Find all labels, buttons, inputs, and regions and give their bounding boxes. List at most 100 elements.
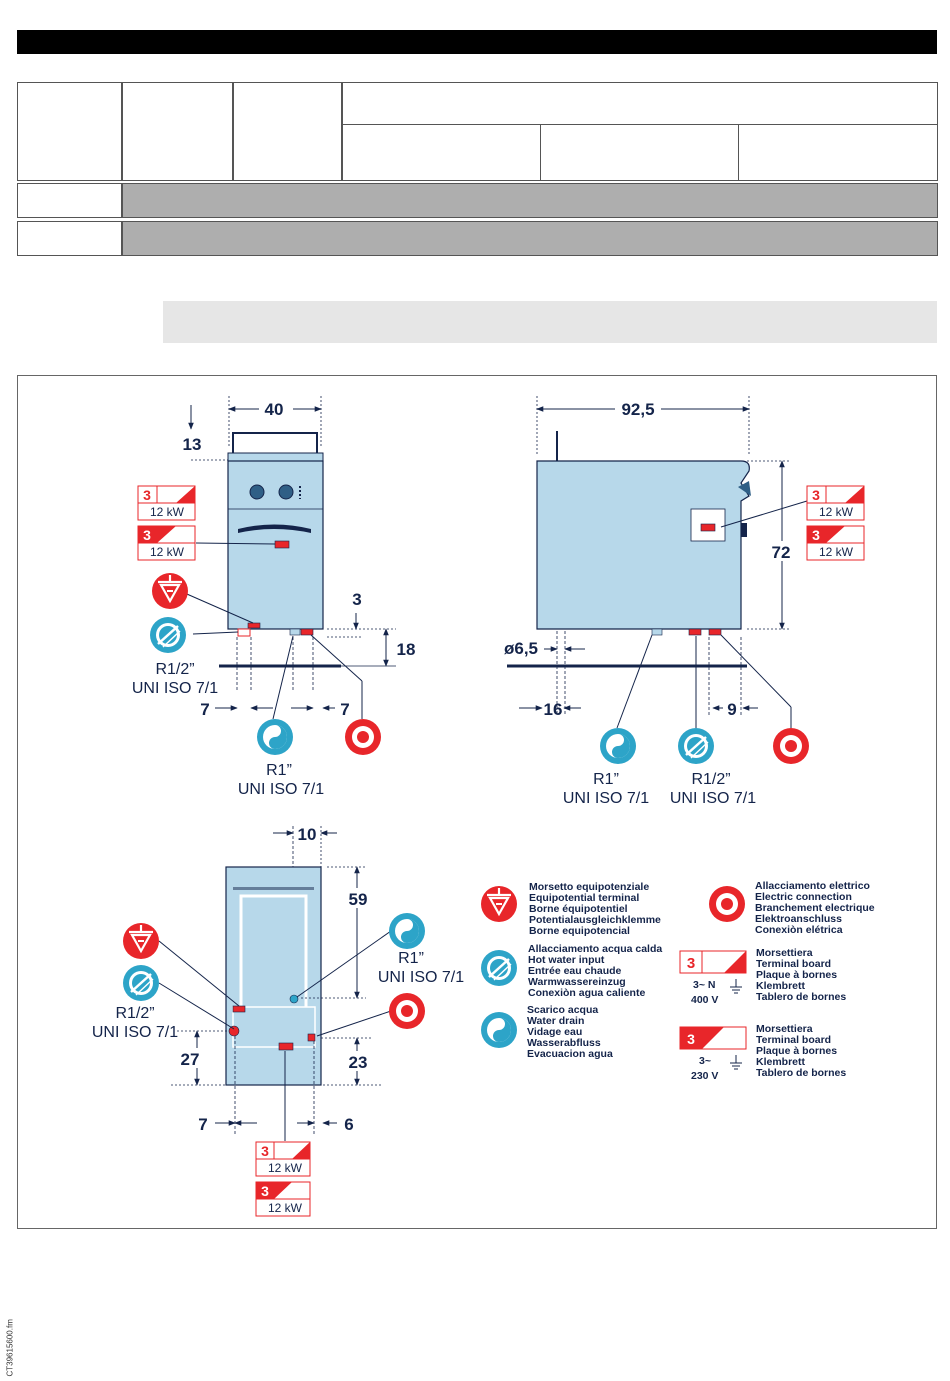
- svg-text:Conexiòn elétrica: Conexiòn elétrica: [755, 924, 843, 936]
- side-height-dim: 72: [772, 543, 791, 562]
- electric-icon: [345, 719, 381, 755]
- svg-text:3: 3: [812, 487, 820, 503]
- file-code-text: CT39615600.fm: [5, 1319, 15, 1377]
- hot-water-icon: [148, 615, 188, 655]
- svg-text:Vidage eau: Vidage eau: [527, 1026, 582, 1038]
- front-view: 40 13 3 18 7 7: [132, 396, 415, 798]
- svg-text:Water drain: Water drain: [527, 1015, 584, 1027]
- top-electric-icon: [389, 993, 425, 1029]
- svg-text:Allacciamento acqua calda: Allacciamento acqua calda: [528, 943, 662, 955]
- svg-text:Equipotential terminal: Equipotential terminal: [529, 892, 639, 904]
- technical-drawing: 40 13 3 18 7 7: [17, 375, 937, 1229]
- svg-text:3: 3: [143, 487, 151, 503]
- svg-text:Terminal board: Terminal board: [756, 958, 831, 970]
- svg-text:3: 3: [812, 527, 820, 543]
- top-right-offset-dim: 6: [344, 1115, 353, 1134]
- svg-text:Borne équipotentiel: Borne équipotentiel: [529, 903, 628, 915]
- legend-equipotential-icon: [479, 884, 519, 924]
- svg-text:Evacuacion agua: Evacuacion agua: [527, 1048, 613, 1060]
- svg-text:Plaque à bornes: Plaque à bornes: [756, 969, 837, 981]
- front-right-offset-dim: 7: [340, 700, 349, 719]
- top-water-std: UNI ISO 7/1: [92, 1024, 178, 1041]
- svg-text:12 kW: 12 kW: [150, 505, 185, 519]
- side-depth-dim: 92,5: [621, 400, 654, 419]
- svg-text:Branchement electrique: Branchement electrique: [755, 902, 875, 914]
- equipotential-icon: [150, 571, 190, 611]
- side-drain-label: R1”: [593, 771, 619, 788]
- svg-text:3: 3: [261, 1143, 269, 1159]
- top-view: 10 59 27 23 7 6: [92, 825, 464, 1217]
- spec-row2-label: [17, 221, 122, 256]
- svg-text:3: 3: [687, 955, 695, 972]
- legend: Morsetto equipotenziale Equipotential te…: [479, 880, 875, 1082]
- front-drain-std: UNI ISO 7/1: [238, 781, 324, 798]
- svg-text:Hot water input: Hot water input: [528, 954, 605, 966]
- front-foot-gap-dim: 3: [352, 590, 361, 609]
- svg-text:12 kW: 12 kW: [819, 505, 854, 519]
- spec-cell-header: [342, 82, 938, 125]
- front-water-std: UNI ISO 7/1: [132, 680, 218, 697]
- front-left-offset-dim: 7: [200, 700, 209, 719]
- svg-text:Morsetto equipotenziale: Morsetto equipotenziale: [529, 881, 649, 893]
- svg-text:3: 3: [261, 1183, 269, 1199]
- top-drain-std: UNI ISO 7/1: [378, 969, 464, 986]
- drain-icon: [257, 719, 293, 755]
- top-right-height-dim: 23: [349, 1053, 368, 1072]
- svg-text:Warmwassereinzug: Warmwassereinzug: [528, 976, 626, 988]
- top-power-box-230: 3 12 kW: [255, 1181, 311, 1217]
- svg-text:12 kW: 12 kW: [150, 545, 185, 559]
- spec-cell-col1: [122, 82, 233, 181]
- svg-text:Conexiòn agua caliente: Conexiòn agua caliente: [528, 987, 645, 999]
- top-water-label: R1/2”: [115, 1005, 154, 1022]
- top-hot-water-icon: [121, 963, 161, 1003]
- side-right-offset-dim: 9: [727, 700, 736, 719]
- side-power-box-230: 3 12 kW: [806, 525, 865, 561]
- svg-text:Plaque à bornes: Plaque à bornes: [756, 1045, 837, 1057]
- svg-text:Tablero de bornes: Tablero de bornes: [756, 1067, 846, 1079]
- svg-text:Potentialausgleichklemme: Potentialausgleichklemme: [529, 914, 661, 926]
- side-water-std: UNI ISO 7/1: [670, 790, 756, 807]
- spec-cell-sub3: [738, 124, 938, 181]
- spec-row1-label: [17, 183, 122, 218]
- header-bar: [17, 30, 937, 54]
- svg-text:Klembrett: Klembrett: [756, 1056, 806, 1068]
- svg-text:Borne equipotencial: Borne equipotencial: [529, 925, 630, 937]
- spec-cell-model: [17, 82, 122, 181]
- side-view: 92,5 72 ø6,5 16 9 R: [504, 396, 865, 807]
- svg-text:12 kW: 12 kW: [268, 1201, 303, 1215]
- side-left-offset-dim: 16: [544, 700, 563, 719]
- legend-electric-icon: [709, 886, 745, 922]
- svg-text:3: 3: [143, 527, 151, 543]
- svg-text:Wasserabfluss: Wasserabfluss: [527, 1037, 601, 1049]
- side-drain-std: UNI ISO 7/1: [563, 790, 649, 807]
- svg-text:Morsettiera: Morsettiera: [756, 947, 813, 959]
- svg-text:3~: 3~: [699, 1055, 711, 1067]
- top-drain-label: R1”: [398, 950, 424, 967]
- spec-row1-band: [122, 183, 938, 218]
- svg-text:3: 3: [687, 1031, 695, 1047]
- front-water-label: R1/2”: [155, 661, 194, 678]
- top-equipotential-icon: [121, 921, 161, 961]
- top-left-offset-dim: 7: [198, 1115, 207, 1134]
- svg-text:Tablero de bornes: Tablero de bornes: [756, 991, 846, 1003]
- spec-cell-col2: [233, 82, 342, 181]
- legend-drain-icon: [481, 1012, 517, 1048]
- spec-row2-band: [122, 221, 938, 256]
- top-power-box-400: 3 12 kW: [255, 1141, 311, 1177]
- front-power-box-400: 3 12 kW: [137, 485, 196, 521]
- front-width-dim: 40: [265, 400, 284, 419]
- svg-text:Terminal board: Terminal board: [756, 1034, 831, 1046]
- side-drain-icon: [600, 728, 636, 764]
- spec-cell-sub1: [342, 124, 541, 181]
- svg-text:230 V: 230 V: [691, 1070, 718, 1082]
- svg-text:Electric connection: Electric connection: [755, 891, 852, 903]
- side-water-label: R1/2”: [691, 771, 730, 788]
- svg-text:Entrée eau chaude: Entrée eau chaude: [528, 965, 622, 977]
- svg-text:12 kW: 12 kW: [268, 1161, 303, 1175]
- side-hot-water-icon: [676, 726, 716, 766]
- svg-text:Klembrett: Klembrett: [756, 980, 806, 992]
- side-electric-icon: [773, 728, 809, 764]
- legend-terminal-400-icon: 3 3~ N 400 V: [679, 950, 747, 1006]
- top-drain-icon: [389, 913, 425, 949]
- note-band: [163, 301, 937, 343]
